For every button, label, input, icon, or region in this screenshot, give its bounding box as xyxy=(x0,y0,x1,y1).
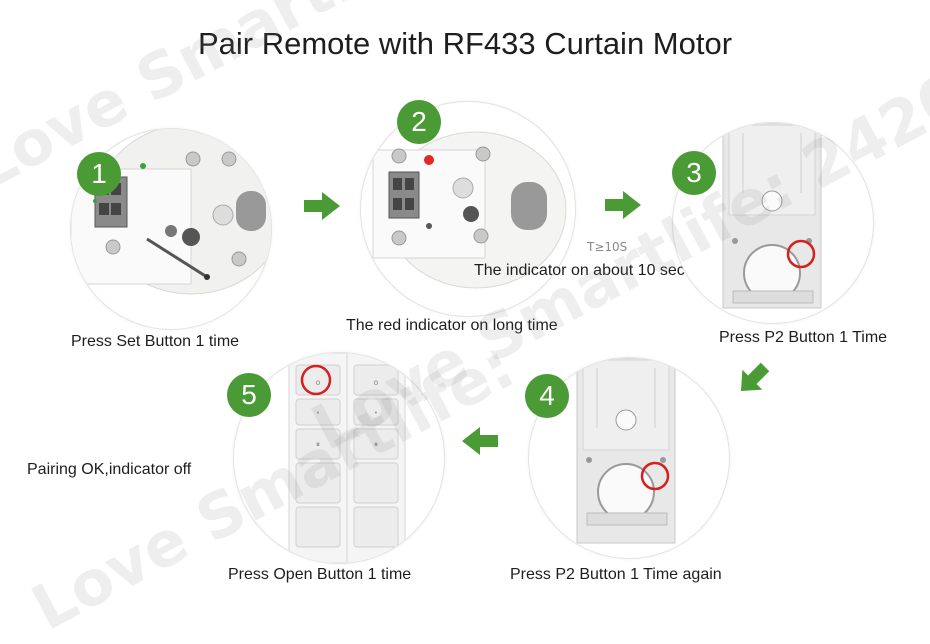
step-3-image xyxy=(672,122,874,324)
step-5-badge: 5 xyxy=(227,373,271,417)
svg-text:⏸: ⏸ xyxy=(316,440,320,449)
arrow-left-icon xyxy=(462,427,498,455)
svg-text:•: • xyxy=(374,409,378,417)
step-2-caption: The red indicator on long time xyxy=(346,317,558,334)
page-title: Pair Remote with RF433 Curtain Motor xyxy=(197,26,733,61)
step-3-note: The indicator on about 10 seconds xyxy=(474,262,720,279)
step-4-badge: 4 xyxy=(525,374,569,418)
step-5-note: Pairing OK,indicator off xyxy=(27,461,192,478)
step-1-badge: 1 xyxy=(77,152,121,196)
arrow-right-icon xyxy=(304,192,340,220)
step-1-image xyxy=(70,128,272,330)
timer-label: T≥10S xyxy=(587,240,628,254)
svg-text:⏸: ⏸ xyxy=(374,440,378,449)
svg-text:o: o xyxy=(316,378,321,387)
step-4-caption: Press P2 Button 1 Time again xyxy=(510,566,722,583)
svg-text:•: • xyxy=(316,409,320,417)
step-2-image xyxy=(360,101,576,317)
step-1-caption: Press Set Button 1 time xyxy=(71,333,240,350)
arrow-right-icon xyxy=(605,191,641,219)
step-2-badge: 2 xyxy=(397,100,441,144)
step-3-caption: Press P2 Button 1 Time xyxy=(719,329,888,346)
arrow-down-left-icon xyxy=(740,362,770,392)
svg-text:o: o xyxy=(374,378,379,387)
step-3-badge: 3 xyxy=(672,151,716,195)
step-5-caption: Press Open Button 1 time xyxy=(228,566,412,583)
